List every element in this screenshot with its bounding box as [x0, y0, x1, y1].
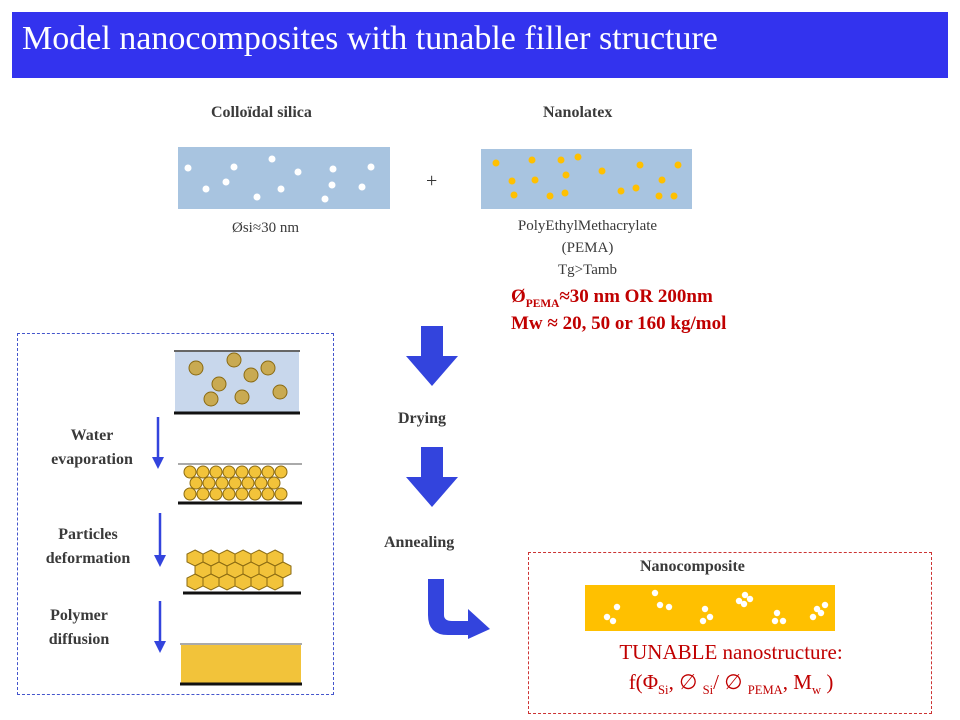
formula-open: f( — [628, 670, 643, 694]
page-title: Model nanocomposites with tunable filler… — [22, 20, 718, 57]
formula-sep-1: , ∅ — [668, 670, 703, 694]
water-evaporation-line-2: evaporation — [51, 451, 133, 468]
formula-close: ) — [821, 670, 834, 694]
polymer-diffusion-line-1: Polymer — [50, 607, 108, 624]
silica-size-label: Øsi≈30 nm — [232, 220, 299, 236]
pema-size-rest: ≈30 nm OR 200nm — [559, 286, 713, 307]
particles-deformation-label: Particles deformation — [30, 523, 146, 571]
nanocomposite-film-image — [585, 585, 835, 631]
pema-size-prefix: Ø — [511, 286, 526, 307]
pema-size-label: ØPEMA≈30 nm OR 200nm — [511, 286, 713, 310]
polymer-diffusion-line-2: diffusion — [48, 631, 110, 648]
nanolatex-label: Nanolatex — [543, 104, 613, 121]
deformation-arrow-icon — [154, 513, 166, 567]
nanolatex-box — [481, 149, 692, 209]
formula-sep-2: , M — [782, 670, 812, 694]
pema-line-3: Tg>Tamb — [557, 262, 618, 278]
deformation-stage-image — [183, 549, 301, 595]
evaporation-arrow-icon — [152, 417, 164, 469]
water-evaporation-label: Water evaporation — [42, 424, 142, 472]
pema-size-sub: PEMA — [525, 297, 560, 310]
particles-deformation-line-2: deformation — [45, 550, 131, 567]
pema-line-2: (PEMA) — [561, 240, 614, 256]
formula-slash: / ∅ — [713, 670, 748, 694]
nanocomposite-label: Nanocomposite — [640, 558, 745, 575]
title-bar — [12, 12, 948, 78]
diffusion-arrow-icon — [154, 601, 166, 653]
formula-phi-sub: Si — [658, 683, 669, 698]
plus-sign: + — [426, 170, 438, 192]
diffusion-stage-image — [180, 643, 302, 686]
formula-si-sub: Si — [702, 683, 714, 698]
annealing-arrow-icon — [406, 447, 458, 507]
pema-description: PolyEthylMethacrylate (PEMA) Tg>Tamb — [500, 215, 675, 281]
film-formation-panel — [17, 333, 334, 695]
formula-phi: Φ — [642, 670, 659, 694]
nanocomposite-panel — [528, 552, 932, 714]
formula-pema-sub: PEMA — [747, 683, 783, 698]
evaporation-stage-image — [178, 463, 302, 505]
mw-label: Mw ≈ 20, 50 or 160 kg/mol — [511, 313, 727, 334]
annealing-label: Annealing — [384, 534, 455, 551]
tunable-formula: f(ΦSi, ∅ Si/ ∅ PEMA, Mw ) — [540, 670, 922, 698]
bent-arrow-icon — [428, 579, 490, 639]
particles-deformation-line-1: Particles — [58, 526, 118, 543]
dispersion-stage-image — [174, 350, 300, 415]
formula-w-sub: w — [811, 683, 822, 698]
polymer-diffusion-label: Polymer diffusion — [36, 604, 122, 652]
tunable-heading: TUNABLE nanostructure: — [619, 640, 843, 664]
colloidal-silica-label: Colloïdal silica — [211, 104, 312, 121]
colloidal-silica-box — [178, 147, 390, 209]
drying-arrow-icon — [406, 326, 458, 386]
pema-line-1: PolyEthylMethacrylate — [517, 218, 658, 234]
drying-label: Drying — [398, 410, 446, 427]
water-evaporation-line-1: Water — [70, 427, 114, 444]
